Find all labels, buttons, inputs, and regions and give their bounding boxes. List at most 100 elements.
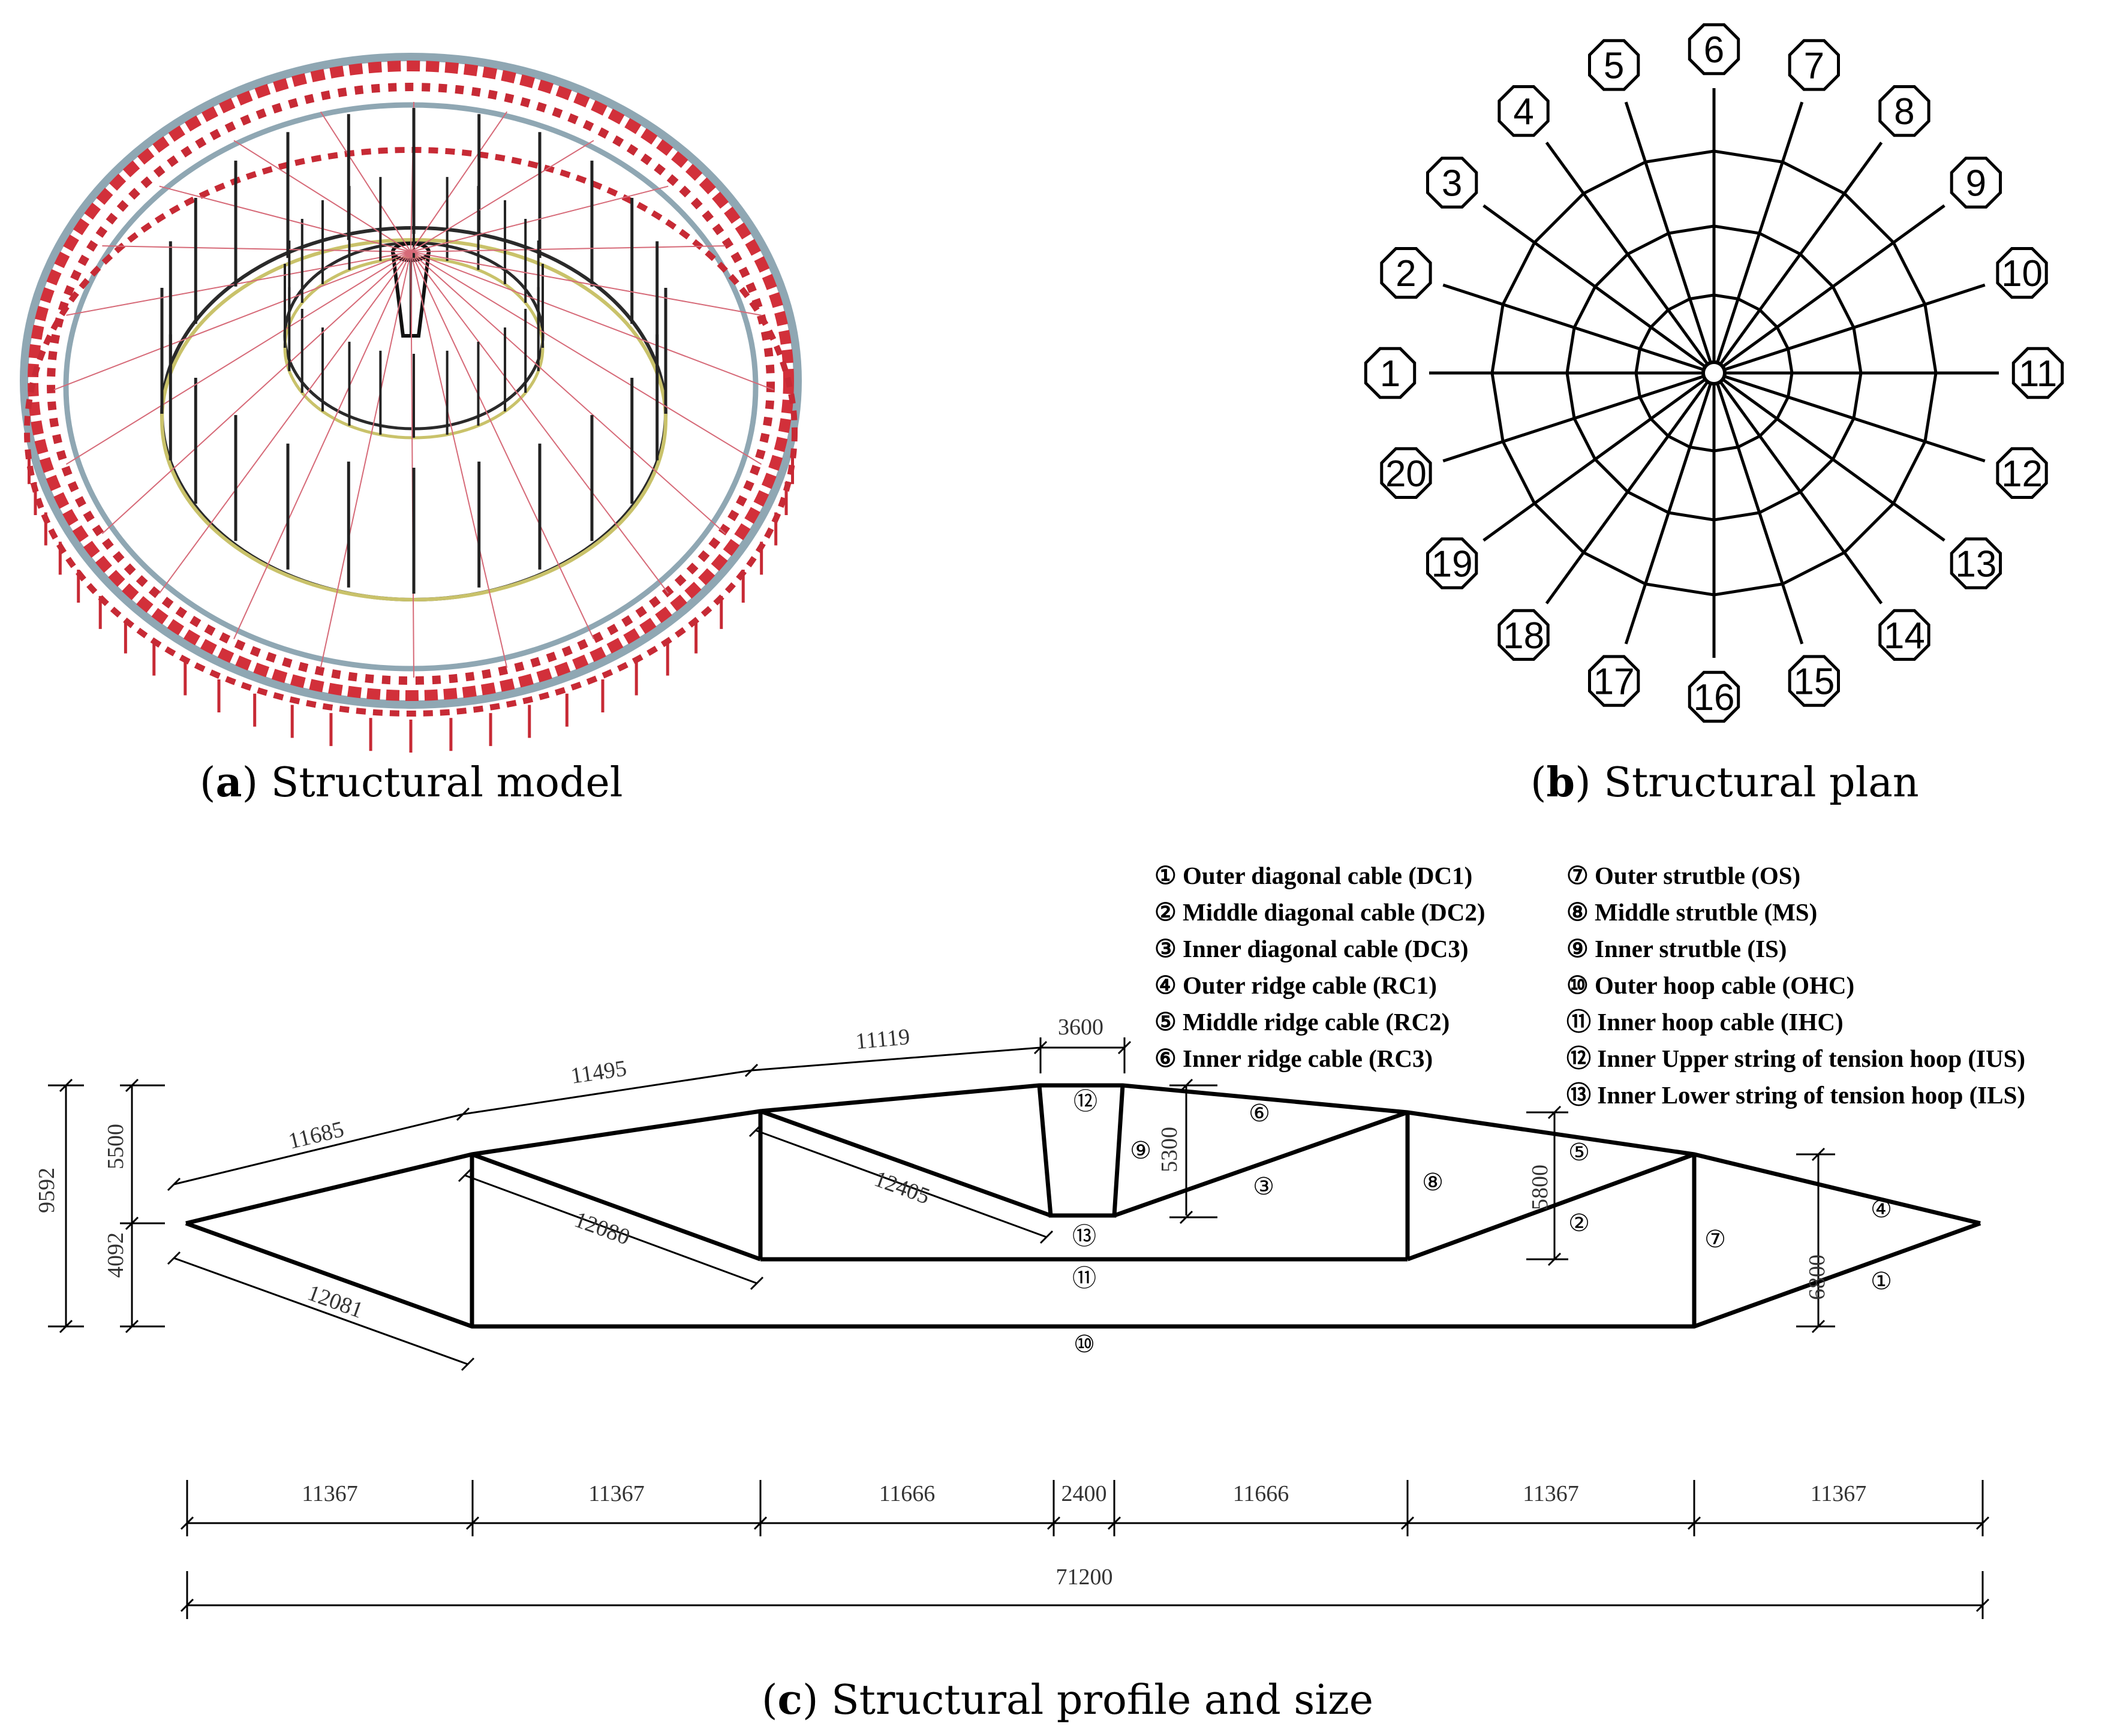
dimension-line — [59, 1078, 73, 1093]
spoke-tag-2 — [1380, 247, 1432, 299]
plan-spoke — [1712, 372, 1883, 604]
spoke-tag-5 — [1588, 39, 1640, 91]
model-cable — [410, 251, 762, 316]
plan-spokes — [1429, 88, 1999, 658]
legend-item: ⑤ Middle ridge cable (RC2) — [1154, 1008, 1450, 1036]
plan-spoke — [1545, 142, 1716, 374]
plan-hub — [1701, 360, 1727, 386]
spoke-tag-11 — [2011, 347, 2064, 399]
left-inner-diagonal — [759, 1109, 1052, 1218]
spoke-number: 19 — [1432, 543, 1473, 585]
spoke-number: 17 — [1593, 661, 1635, 703]
dimension-line — [458, 1168, 472, 1183]
dimension-value: 11666 — [1233, 1481, 1289, 1506]
dimension-line — [1400, 1516, 1415, 1530]
spoke-tag-14 — [1878, 609, 1930, 661]
dimension-value: 11367 — [588, 1481, 645, 1506]
spoke-number: 9 — [1966, 163, 1986, 204]
spoke-tag-17 — [1588, 655, 1640, 707]
plan-spoke — [1713, 204, 1945, 375]
spoke-number: 20 — [1385, 453, 1427, 495]
plan-spoke — [1442, 283, 1715, 375]
spoke-tag-20 — [1380, 447, 1432, 499]
member-label: ⑤ — [1568, 1139, 1590, 1166]
dimension-value: 5500 — [103, 1124, 128, 1169]
dimension-line — [180, 1598, 194, 1612]
spoke-tag-19 — [1426, 537, 1478, 589]
dimension-value: 3600 — [1058, 1015, 1103, 1040]
model-cable — [410, 251, 594, 640]
caption-c: (c) Structural profile and size — [762, 1676, 1373, 1724]
dimension-value: 11119 — [855, 1024, 911, 1054]
plan-spoke — [1713, 283, 1986, 375]
outer-hoop-cable — [185, 1221, 1981, 1329]
dimension-line — [748, 1123, 763, 1138]
legend-item: ⑫ Inner Upper string of tension hoop (IU… — [1566, 1045, 2025, 1072]
member-label: ⑧ — [1422, 1169, 1444, 1196]
legend-item: ① Outer diagonal cable (DC1) — [1154, 862, 1472, 889]
model-cable — [410, 245, 726, 252]
model-cable — [410, 185, 669, 252]
legend-item: ② Middle diagonal cable (DC2) — [1154, 898, 1485, 926]
model-cable — [233, 251, 411, 640]
spoke-number: 12 — [2001, 453, 2043, 495]
spoke-tag-6 — [1688, 23, 1740, 76]
model-cable — [410, 111, 508, 252]
dimension-line — [1547, 1252, 1562, 1266]
legend-item: ⑪ Inner hoop cable (IHC) — [1566, 1008, 1844, 1036]
dimension-line — [750, 1276, 764, 1290]
dimension-line — [125, 1319, 139, 1334]
plan-spoke — [1712, 142, 1883, 374]
dimension-line — [173, 1113, 464, 1186]
spoke-tag-4 — [1497, 85, 1550, 137]
spoke-number: 8 — [1894, 91, 1914, 133]
spoke-tag-12 — [1996, 447, 2048, 499]
dimension-line — [59, 1319, 73, 1334]
model-cable — [410, 251, 508, 668]
legend-item: ⑩ Outer hoop cable (OHC) — [1566, 971, 1854, 999]
dimension-line — [167, 1177, 181, 1192]
model-cable — [410, 251, 414, 678]
spoke-number: 10 — [2001, 253, 2043, 294]
spoke-number: 2 — [1396, 253, 1416, 294]
dimension-value: 5300 — [1157, 1127, 1182, 1172]
legend-item: ③ Inner diagonal cable (DC3) — [1154, 935, 1468, 962]
dimension-line — [462, 1069, 752, 1115]
dimension-value: 11666 — [879, 1481, 936, 1506]
model-cable — [66, 251, 411, 316]
member-label: ④ — [1871, 1196, 1892, 1223]
member-label: ⑫ — [1073, 1088, 1097, 1115]
plan-spoke — [1545, 372, 1716, 604]
dimension-value: 2400 — [1061, 1481, 1107, 1506]
legend-item: ⑨ Inner strutble (IS) — [1566, 935, 1787, 962]
dimension-line — [456, 1107, 470, 1121]
model-cable — [410, 251, 762, 465]
dimension-value: 12405 — [871, 1166, 933, 1210]
member-label: ⑬ — [1072, 1223, 1096, 1250]
member-label: ⑥ — [1249, 1100, 1270, 1127]
spoke-number: 5 — [1604, 45, 1624, 86]
spoke-tag-10 — [1996, 247, 2048, 299]
left-middle-diagonal — [471, 1152, 762, 1262]
model-cable — [101, 251, 411, 534]
spoke-number: 4 — [1513, 91, 1533, 133]
member-label: ③ — [1253, 1173, 1274, 1200]
legend-item: ⑥ Inner ridge cable (RC3) — [1154, 1045, 1433, 1072]
structural-profile — [185, 1083, 1981, 1329]
plan-spoke — [1712, 372, 1804, 645]
spoke-number: 13 — [1955, 543, 1996, 585]
member-label: ⑩ — [1073, 1331, 1095, 1358]
plan-spoke — [1624, 101, 1716, 374]
dimension-line — [751, 1046, 1041, 1072]
model-cable — [53, 251, 411, 390]
dimension-lines — [48, 1037, 1990, 1619]
spoke-tag-9 — [1950, 157, 2002, 209]
dimension-line — [1107, 1516, 1121, 1530]
spoke-tag-7 — [1788, 39, 1840, 91]
dimension-value: 11367 — [1523, 1481, 1579, 1506]
model-cable — [410, 251, 774, 390]
spoke-tag-15 — [1788, 655, 1840, 707]
dimension-value: 4092 — [103, 1232, 128, 1278]
model-cable — [65, 251, 411, 465]
